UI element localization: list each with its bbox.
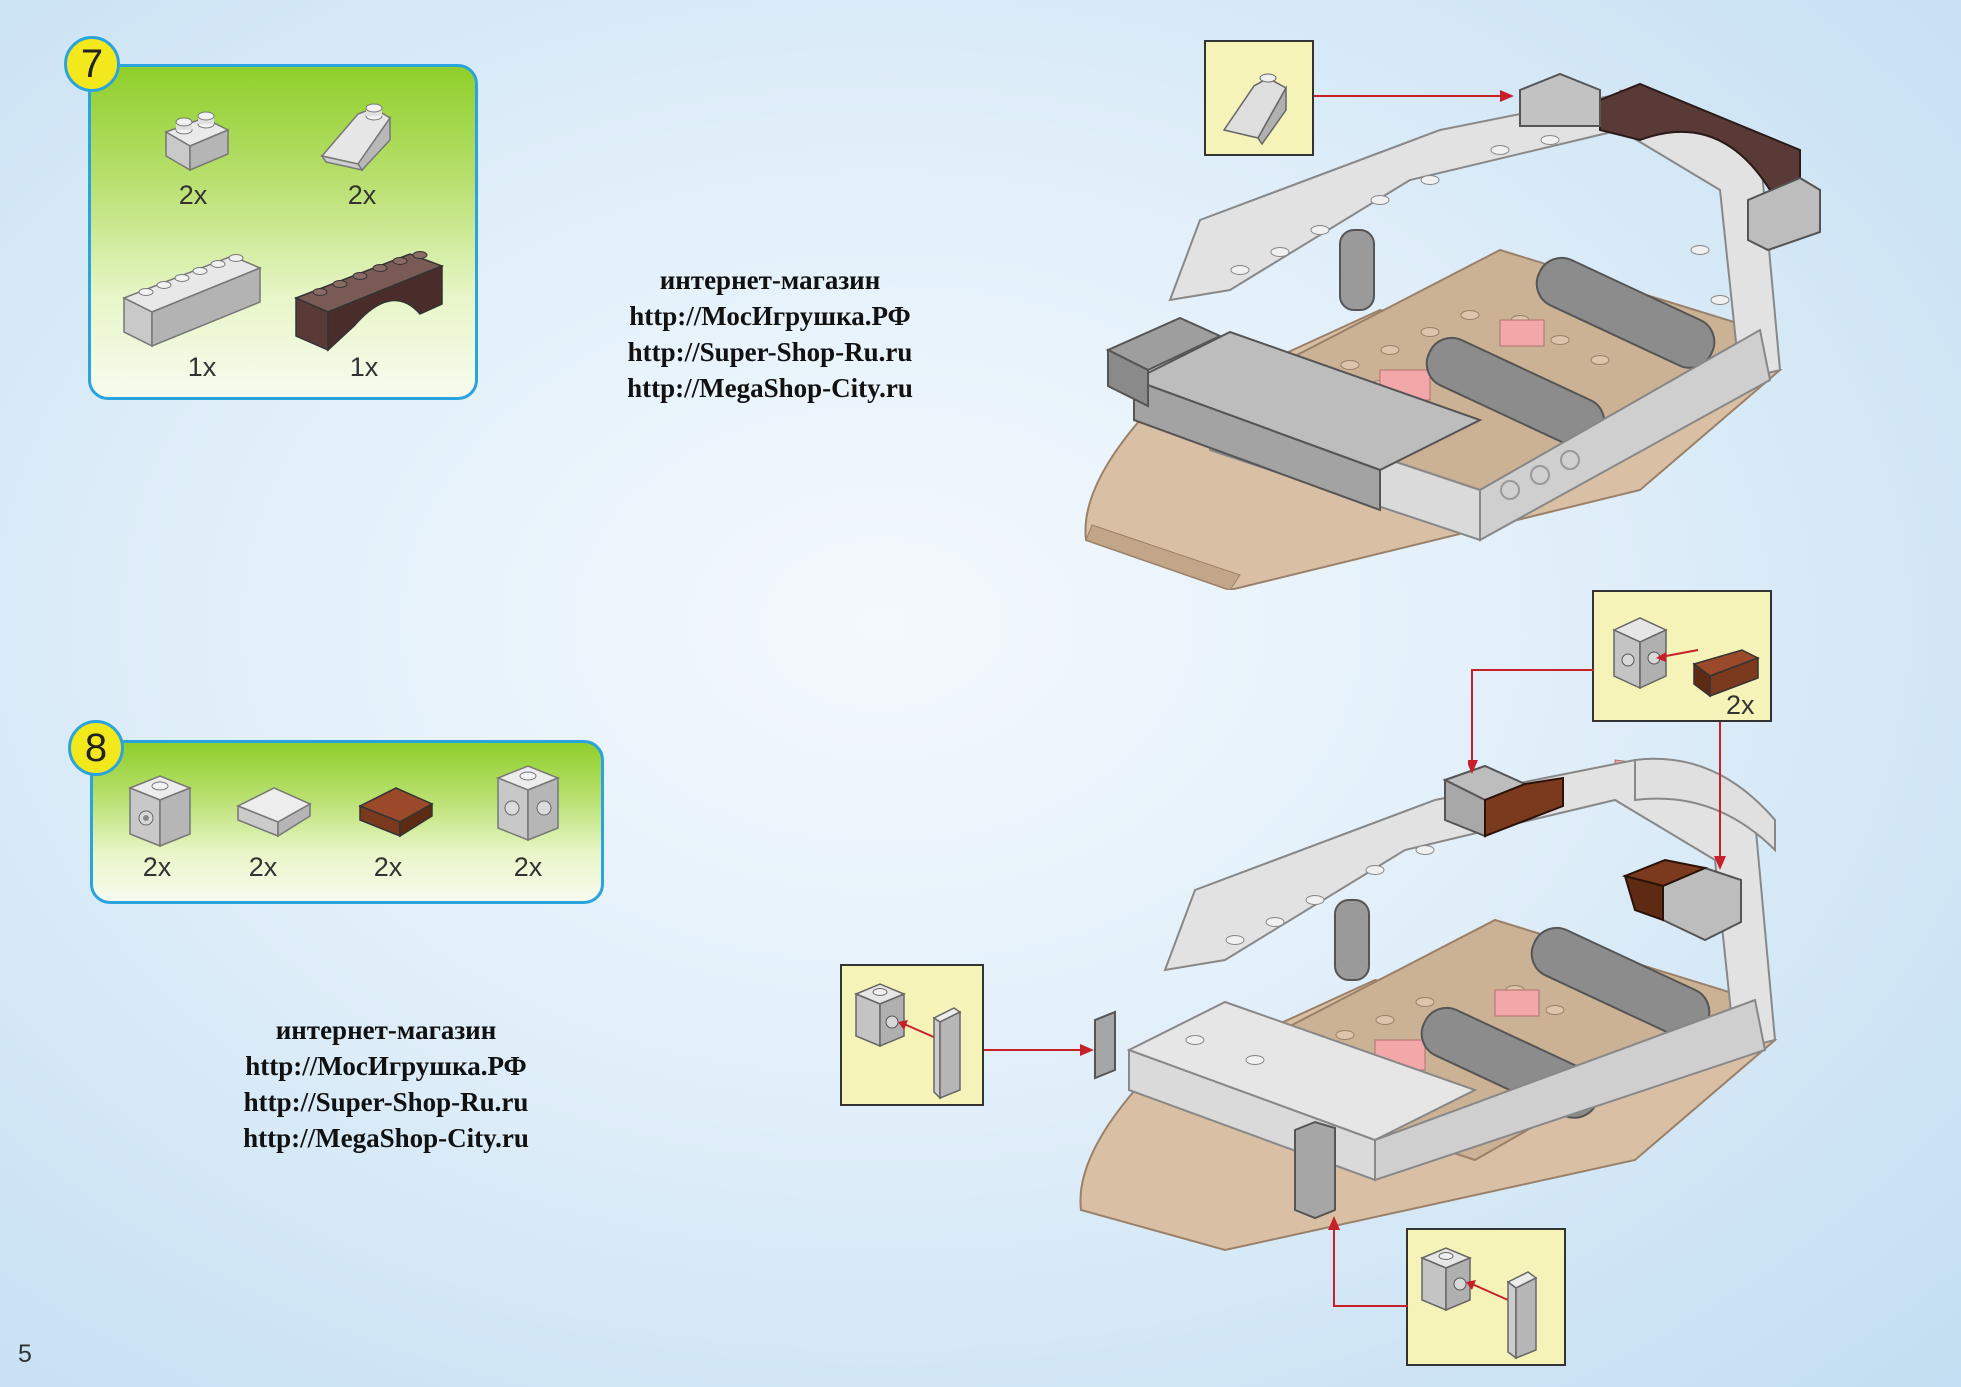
callout-side-stud-with-tile-bottom — [1406, 1228, 1566, 1366]
shop-link[interactable]: http://Super-Shop-Ru.ru — [243, 1087, 529, 1117]
part-qty: 2x — [142, 852, 172, 882]
part-qty: 2x — [178, 180, 208, 210]
shop-link[interactable]: http://МосИгрушка.РФ — [245, 1051, 527, 1081]
callout-side-stud-with-slope: 2x — [1592, 590, 1772, 722]
part-slope-small-icon — [234, 774, 314, 840]
step-8-badge: 8 — [68, 720, 124, 776]
ship-model-step8-image — [1075, 740, 1855, 1260]
arrow-icon — [1468, 666, 1594, 776]
part-qty: 2x — [513, 852, 543, 882]
side-stud-brick-icon — [1612, 617, 1760, 698]
page-number: 5 — [18, 1340, 32, 1368]
side-stud-brick-icon — [1420, 1247, 1538, 1360]
part-brick-two-side-studs-icon — [492, 760, 564, 850]
shop-line: интернет-магазин — [275, 1015, 497, 1045]
shop-block-1: интернет-магазин http://МосИгрушка.РФ ht… — [600, 262, 940, 406]
shop-link[interactable]: http://Super-Shop-Ru.ru — [627, 337, 913, 367]
part-arch-1x6-icon — [292, 246, 448, 356]
side-stud-brick-icon — [854, 983, 962, 1100]
shop-block-2: интернет-магазин http://МосИгрушка.РФ ht… — [216, 1012, 556, 1156]
callout-slope — [1204, 40, 1314, 156]
shop-link[interactable]: http://MegaShop-City.ru — [627, 373, 913, 403]
arrow-icon — [1314, 88, 1514, 104]
shop-link[interactable]: http://МосИгрушка.РФ — [629, 301, 911, 331]
arrow-icon — [1710, 722, 1730, 872]
slope-icon — [1222, 73, 1288, 146]
callout-side-stud-with-tile — [840, 964, 984, 1106]
shop-line: интернет-магазин — [659, 265, 881, 295]
part-brick-1x6-icon — [120, 250, 264, 354]
part-slope-icon — [318, 100, 398, 174]
ship-model-step7-image — [1080, 70, 1860, 590]
shop-link[interactable]: http://MegaShop-City.ru — [243, 1123, 529, 1153]
part-brown-slope-icon — [356, 774, 436, 840]
part-qty: 2x — [248, 852, 278, 882]
part-brick-1x2-icon — [160, 104, 234, 174]
part-qty: 1x — [349, 352, 379, 382]
part-brick-side-stud-icon — [124, 770, 198, 852]
part-qty: 1x — [187, 352, 217, 382]
part-qty: 2x — [373, 852, 403, 882]
part-qty: 2x — [347, 180, 377, 210]
arrow-icon — [1324, 1214, 1408, 1310]
callout-qty: 2x — [1726, 690, 1755, 720]
arrow-icon — [984, 1042, 1094, 1058]
step-7-badge: 7 — [64, 36, 120, 92]
